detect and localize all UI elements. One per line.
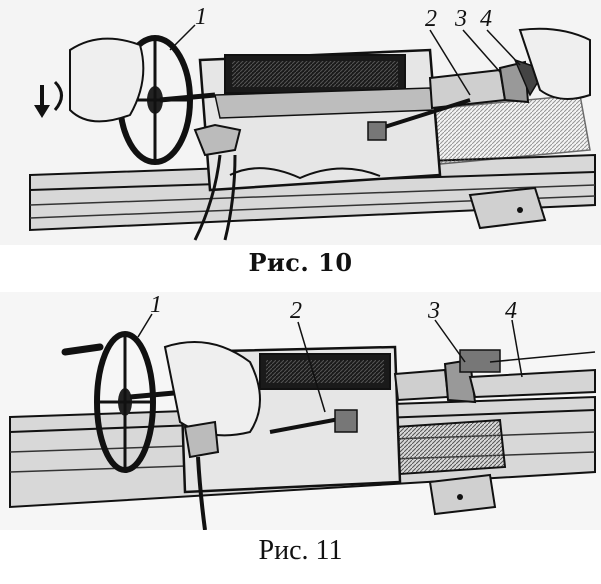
operator-hand — [69, 27, 591, 123]
quill — [428, 58, 547, 110]
rotation-arrow-icon — [34, 80, 63, 118]
figure-10: 1 2 3 4 — [0, 0, 601, 290]
label-3: 3 — [427, 298, 440, 324]
bed-block — [468, 186, 547, 230]
label-1: 1 — [150, 292, 162, 318]
label-1: 1 — [195, 4, 207, 30]
figure-10-drawing: 1 2 3 4 — [0, 0, 601, 245]
label-4: 4 — [480, 6, 492, 32]
handwheel — [61, 331, 186, 473]
leader-lines — [169, 24, 521, 96]
label-2: 2 — [425, 6, 437, 32]
clamp-lever — [269, 409, 358, 434]
label-2: 2 — [290, 298, 302, 324]
figure-10-caption: Рис. 10 — [248, 248, 353, 277]
figure-11-caption: Рис. 11 — [258, 535, 343, 566]
figure-11: 1 2 3 4 — [0, 292, 601, 584]
label-4: 4 — [505, 298, 517, 324]
quill — [393, 349, 596, 404]
figure-11-drawing: 1 2 3 4 — [0, 292, 601, 530]
crank-handle — [193, 123, 242, 241]
label-3: 3 — [454, 6, 467, 32]
clamp-lever — [367, 98, 471, 141]
bed-block — [428, 473, 497, 516]
crank-handle — [183, 420, 220, 530]
leader-lines — [137, 313, 523, 413]
